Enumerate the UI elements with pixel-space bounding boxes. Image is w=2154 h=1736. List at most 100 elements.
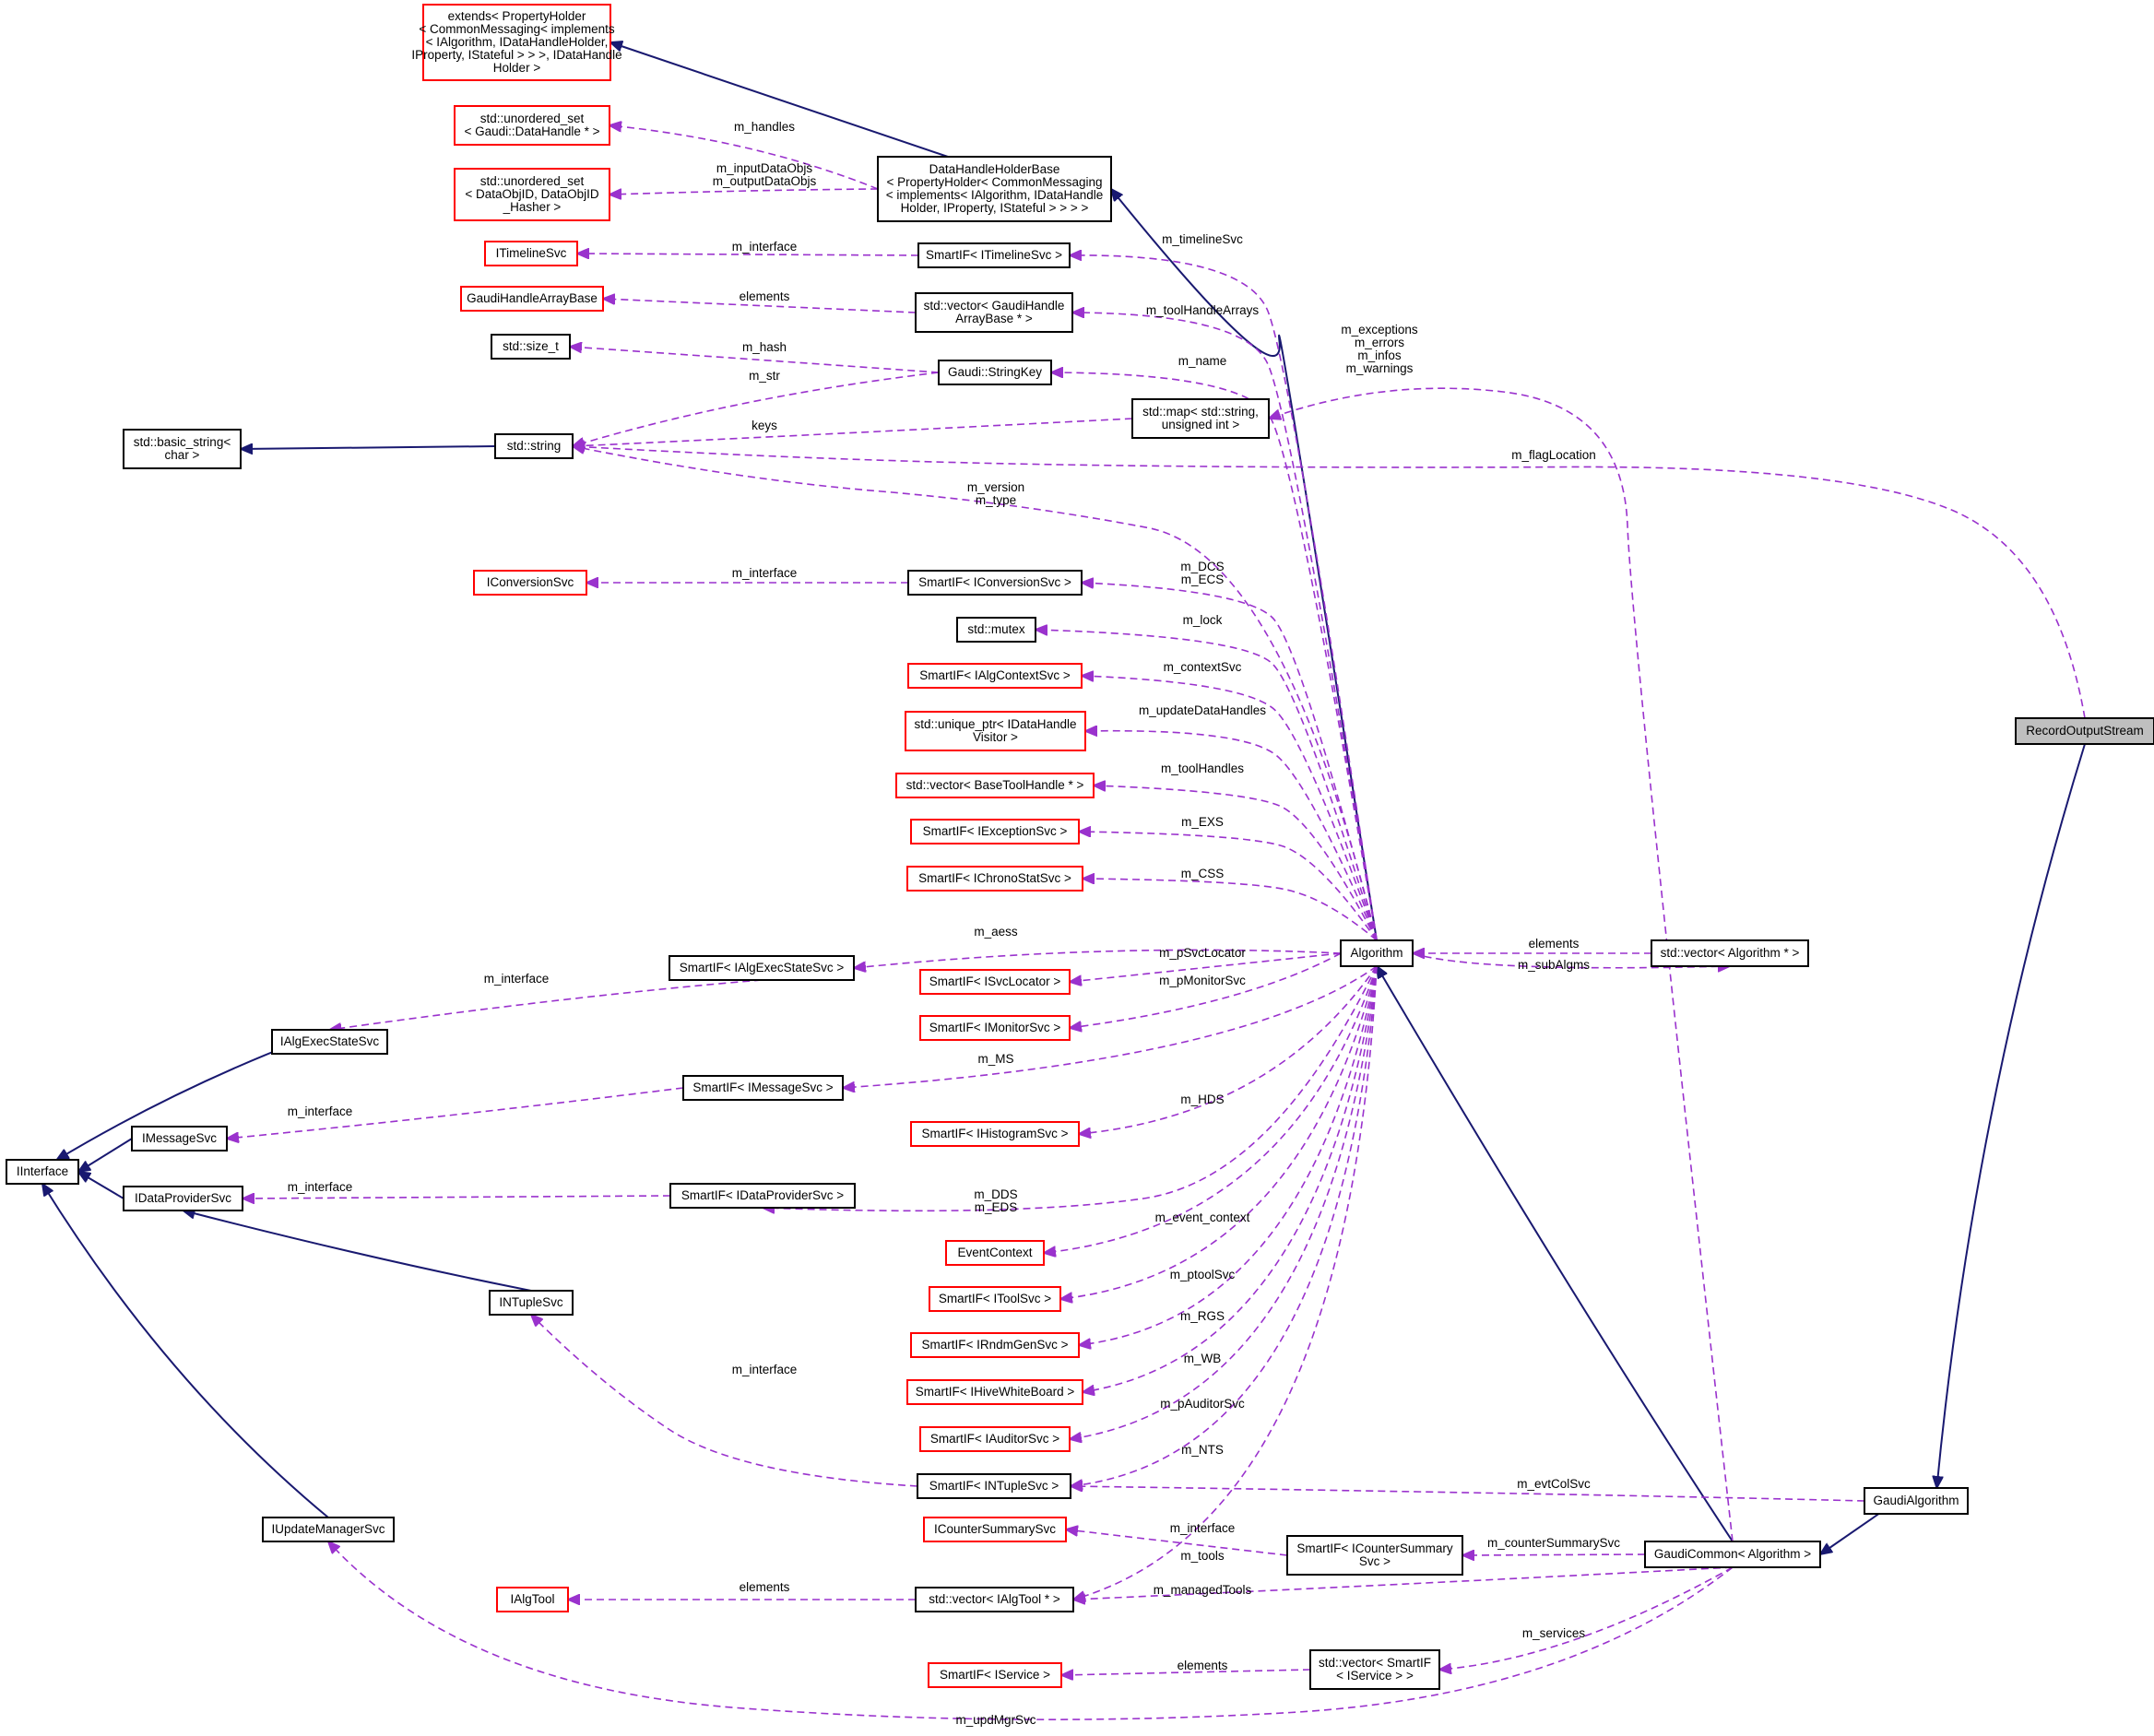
class-node-unordered-set-datahandle[interactable]: std::unordered_set< Gaudi::DataHandle * … [454,105,610,146]
edge-label-m_toolhandles: m_toolHandles [1161,762,1244,775]
class-node-box [938,360,1052,385]
class-node-box [473,570,587,596]
edge-label-m_event_context: m_event_context [1155,1210,1250,1224]
class-node-smartif-intuplesvc[interactable]: SmartIF< INTupleSvc > [917,1473,1071,1499]
class-node-smartif-iservice[interactable]: SmartIF< IService > [928,1662,1062,1688]
class-node-unordered-set-dataobjid[interactable]: std::unordered_set< DataObjID, DataObjID… [454,168,610,221]
class-node-smartif-isvclocator[interactable]: SmartIF< ISvcLocator > [919,969,1071,995]
class-node-smartif-iconversionsvc[interactable]: SmartIF< IConversionSvc > [907,570,1083,596]
class-node-vector-algorithm[interactable]: std::vector< Algorithm * > [1651,939,1809,967]
class-node-vector-ialgtool[interactable]: std::vector< IAlgTool * > [915,1587,1074,1612]
class-node-label: GaudiAlgorithm [1873,1494,1959,1507]
class-node-smartif-iexceptionsvc[interactable]: SmartIF< IExceptionSvc > [910,819,1080,844]
class-node-gaudi-algorithm[interactable]: GaudiAlgorithm [1864,1487,1969,1515]
class-node-smartif-ialgcontextsvc[interactable]: SmartIF< IAlgContextSvc > [907,663,1083,689]
class-node-box [915,1587,1074,1612]
class-node-idataprovidersvc[interactable]: IDataProviderSvc [123,1186,243,1211]
edge-label-m_str: m_str [749,369,780,383]
edge-label-m_contextsvc: m_contextSvc [1164,660,1242,674]
class-node-eventcontext[interactable]: EventContext [945,1240,1045,1266]
class-node-label: unsigned int > [1162,418,1240,431]
class-node-algorithm[interactable]: Algorithm [1340,939,1414,967]
class-node-box [928,1662,1062,1688]
class-node-label: GaudiCommon< Algorithm > [1654,1547,1811,1561]
class-node-label: SmartIF< IMonitorSvc > [929,1021,1061,1034]
class-node-box [917,1473,1071,1499]
class-node-box [123,1186,243,1211]
class-node-smartif-icountersummarysvc[interactable]: SmartIF< ICounterSummarySvc > [1286,1535,1463,1576]
class-node-iinterface[interactable]: IInterface [6,1159,79,1185]
class-node-ialgexecstatesvc[interactable]: IAlgExecStateSvc [271,1029,388,1055]
class-node-gaudihandlearraybase[interactable]: GaudiHandleArrayBase [460,286,604,312]
edge-labels-layer: m_handlesm_inputDataObjsm_outputDataObjs… [288,120,1621,1727]
class-node-label: EventContext [957,1246,1032,1259]
class-node-extends-property-holder[interactable]: extends< PropertyHolder< CommonMessaging… [411,4,622,81]
class-node-label: < Gaudi::DataHandle * > [464,124,599,138]
edge-label-m_interface_algexec: m_interface [484,972,550,986]
class-node-label: < implements< IAlgorithm, IDataHandle [886,188,1104,202]
class-node-label: std::vector< GaudiHandle [924,299,1065,313]
class-node-gaudi-stringkey[interactable]: Gaudi::StringKey [938,360,1052,385]
class-node-std-map[interactable]: std::map< std::string,unsigned int > [1131,398,1270,439]
edge-label-m_exceptions: m_errors [1355,336,1404,349]
edge-label-m_toolhandlearrays: m_toolHandleArrays [1146,303,1260,317]
class-node-vector-smartif-iservice[interactable]: std::vector< SmartIF< IService > > [1309,1649,1440,1690]
usage-edge-m_services [1439,1566,1734,1670]
inheritance-edge-gaudi_common-to-algorithm [1377,966,1734,1542]
edge-label-m_nts: m_NTS [1181,1443,1224,1457]
class-node-iconversionsvc[interactable]: IConversionSvc [473,570,587,596]
class-node-std-mutex[interactable]: std::mutex [956,617,1036,643]
class-node-label: extends< PropertyHolder [448,9,586,23]
edge-label-m_updatedatahandles: m_updateDataHandles [1139,703,1266,717]
class-node-ntuplesvc[interactable]: INTupleSvc [489,1290,574,1316]
class-node-box [491,334,571,360]
class-node-smartif-imonitorsvc[interactable]: SmartIF< IMonitorSvc > [919,1015,1071,1041]
inheritance-edge-record_output_stream-to-gaudi_algorithm [1936,743,2086,1488]
class-node-smartif-ihistogramsvc[interactable]: SmartIF< IHistogramSvc > [910,1121,1080,1147]
class-node-box [907,570,1083,596]
class-node-label: std::basic_string< [134,435,231,449]
class-node-smartif-idataprovidersvc[interactable]: SmartIF< IDataProviderSvc > [669,1183,856,1209]
class-node-itimelinesvc[interactable]: ITimelineSvc [484,241,578,266]
class-node-smartif-ialgexecstatesvc[interactable]: SmartIF< IAlgExecStateSvc > [669,955,855,981]
class-node-box [422,4,611,81]
class-node-std-basic-string[interactable]: std::basic_string<char > [123,429,242,469]
class-node-label: < DataObjID, DataObjID [465,187,598,201]
class-node-data-handle-holder-base[interactable]: DataHandleHolderBase< PropertyHolder< Co… [877,156,1112,222]
class-node-vector-gaudihandlearraybase[interactable]: std::vector< GaudiHandleArrayBase * > [915,292,1073,333]
usage-edge-m_dcs_ecs [1082,583,1378,941]
class-node-label: GaudiHandleArrayBase [467,291,598,305]
class-node-label: Visitor > [973,730,1018,744]
class-node-label: IInterface [17,1164,68,1178]
class-node-std-string[interactable]: std::string [494,433,574,459]
edge-label-m_dds_eds: m_DDS [974,1187,1017,1201]
class-node-iupdatemanagersvc[interactable]: IUpdateManagerSvc [262,1517,395,1542]
class-node-ialgtool[interactable]: IAlgTool [496,1587,569,1612]
class-node-smartif-imessagesvc[interactable]: SmartIF< IMessageSvc > [682,1075,844,1101]
class-node-label: < IAlgorithm, IDataHandleHolder, [426,35,609,49]
class-node-label: SmartIF< ICounterSummary [1296,1541,1452,1555]
usage-edge-m_interface_ntuple [531,1315,918,1487]
class-node-smartif-iauditorsvc[interactable]: SmartIF< IAuditorSvc > [919,1426,1071,1452]
class-node-label: IConversionSvc [487,575,574,589]
class-node-imessagesvc[interactable]: IMessageSvc [131,1126,228,1151]
class-node-smartif-itimelinesvc[interactable]: SmartIF< ITimelineSvc > [917,242,1071,268]
class-node-smartif-itoolsvc[interactable]: SmartIF< IToolSvc > [929,1286,1061,1312]
class-node-label: std::unordered_set [480,174,585,188]
class-node-box [907,663,1083,689]
class-node-std-size-t[interactable]: std::size_t [491,334,571,360]
edge-label-m_flaglocation: m_flagLocation [1511,448,1596,462]
class-node-record-output-stream[interactable]: RecordOutputStream [2015,717,2154,745]
class-node-gaudi-common[interactable]: GaudiCommon< Algorithm > [1644,1541,1821,1568]
class-node-smartif-ihivewhiteboard[interactable]: SmartIF< IHiveWhiteBoard > [906,1379,1083,1405]
class-node-icountersummarysvc[interactable]: ICounterSummarySvc [923,1517,1067,1542]
class-node-box [917,242,1071,268]
usage-edge-m_ptoolsvc [1060,965,1378,1299]
class-node-box [1131,398,1270,439]
class-node-smartif-ichronostatsvc[interactable]: SmartIF< IChronoStatSvc > [906,866,1083,892]
class-node-vector-basetoolhandle[interactable]: std::vector< BaseToolHandle * > [895,773,1095,798]
edge-label-m_evtcolsvc: m_evtColSvc [1517,1477,1591,1491]
class-node-smartif-irndmgensvc[interactable]: SmartIF< IRndmGenSvc > [910,1332,1080,1358]
edge-label-m_wb: m_WB [1184,1352,1222,1365]
